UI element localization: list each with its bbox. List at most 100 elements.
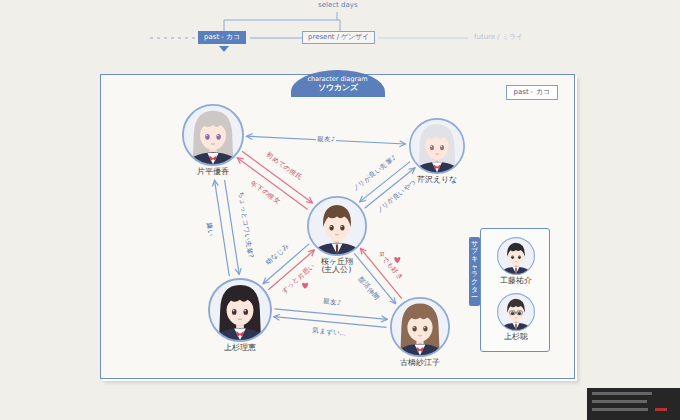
relation-label: 部活仲間 [355,275,380,303]
front-hair [406,306,434,328]
character-portrait [497,293,535,331]
sub-character-box: サブキャラクター工藤祐介上杉聡 [480,228,550,352]
front-hair [323,205,351,227]
eye-light [341,225,342,226]
timeline-line [378,38,468,39]
shirt [331,243,342,254]
character-portrait [182,104,244,166]
character-name: 芹沢えりな [417,176,457,185]
eye-light [413,326,414,327]
relation-label: 年下の彼女 [248,179,282,207]
portrait-ring [498,294,535,331]
portrait-ground [409,118,465,174]
mouth [515,261,517,262]
portrait-art [208,278,272,342]
glasses [510,311,515,315]
character-name: (主人公) [322,266,352,275]
front-hair [507,299,525,313]
portrait-ground [208,278,272,342]
portrait-art [409,118,465,174]
timeline-line [250,38,302,39]
eye [511,255,514,258]
heart-symbol [302,283,308,289]
relation-label: 親友♪ [321,298,342,308]
relation-arrow [274,317,387,328]
portrait-art [390,297,450,357]
front-hair [198,113,227,136]
eye [231,308,236,314]
eye [340,225,344,231]
ribbon [433,164,440,169]
eye [518,255,521,258]
character-portrait [497,237,535,275]
eye [412,326,416,332]
character-name: 古橋紗江子 [400,359,440,368]
mouth [515,317,517,318]
shirt [207,152,218,163]
portrait-art [497,293,535,331]
relation-label: 気まずい… [311,327,348,338]
eye-light [217,134,218,135]
time-tab-disabled: future / ミライ [474,33,523,42]
portrait-ground [497,237,535,275]
character-portrait [390,297,450,357]
portrait-ring [182,104,242,164]
eye-light [511,255,513,257]
character-name: 桜ヶ丘翔 [321,258,353,267]
portrait-ground [497,293,535,331]
ribbon [236,331,244,337]
eye-light [440,145,441,146]
mouth [211,143,215,145]
relation-label: ノリが良い先輩♪ [351,154,399,195]
selected-marker [219,46,229,52]
eye [205,134,209,140]
portrait-ring [208,278,270,340]
eye-light [244,309,246,311]
overlay-bar [592,392,652,395]
character-node: 古橋紗江子 [388,297,452,368]
ribbon [416,346,423,351]
relation-label: 親友♪ [316,136,337,145]
bracket-line [337,12,338,20]
tab-text: past - カコ [204,33,240,42]
mouth [418,334,422,336]
necktie [515,268,517,274]
glasses-bridge [515,312,517,313]
overlay-bar [592,400,647,403]
vertical-tab: サブキャラクター [469,237,480,307]
front-hair [423,126,449,147]
portrait-ground [182,104,244,166]
relation-label: 初めての彼氏 [264,151,304,183]
portrait-art [182,104,244,166]
eye [243,308,248,314]
necktie [335,244,337,254]
overlay-widget [587,388,680,420]
portrait-ring [409,118,463,172]
character-portrait [409,118,465,174]
character-name: 工藤祐介 [500,277,532,286]
portrait-ground [307,196,367,256]
timeline-heading: select days [318,1,358,10]
eye [216,134,220,140]
eye-light [430,145,431,146]
portrait-art [307,196,367,256]
portrait-ring [307,196,365,254]
eye-light [518,311,520,313]
relation-label: ずっと片思い [280,262,318,297]
eye [518,311,521,314]
necktie [515,324,517,330]
front-hair [507,243,525,257]
eye [329,225,333,231]
timeline-dashes [150,38,197,39]
overlay-bar [592,408,648,411]
bracket-line [340,20,341,31]
relation-label: ちょっとコワい先輩? [236,191,254,260]
shirt [513,267,520,274]
character-portrait [208,278,272,342]
shirt [513,323,520,330]
time-tab-active: past - カコ [198,31,246,44]
overlay-bar [655,408,667,411]
panel-subheading: ソウカンズ [291,83,385,93]
diagram-panel: character diagramソウカンズpast - カコ片平優香芹沢えりな… [100,74,575,379]
relation-arrow [242,151,312,203]
